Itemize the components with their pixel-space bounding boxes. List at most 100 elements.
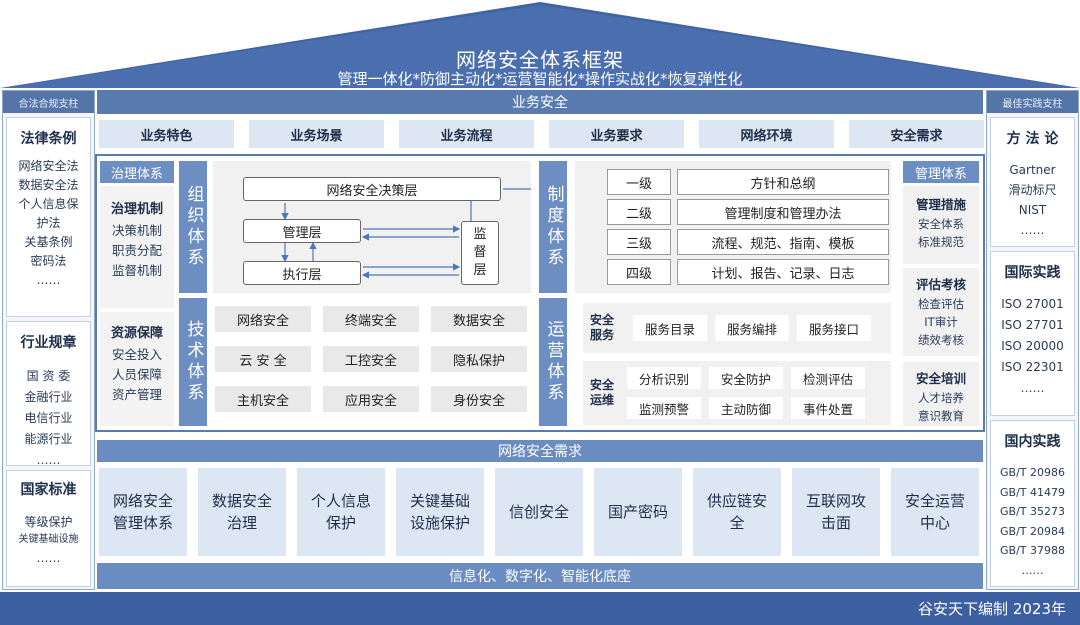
- industry-item: 电信行业: [24, 411, 73, 425]
- demand-item: 互联网攻击面: [792, 468, 880, 556]
- policy-level: 二级: [607, 199, 671, 225]
- policy-system-panel: 一级 方针和总纲 二级 管理制度和管理办法 三级 流程、规范、指南、模板 四级 …: [575, 161, 891, 293]
- industry-section: 行业规章 国 资 委 金融行业 电信行业 能源行业 ……: [6, 321, 91, 467]
- mechanism-item: 决策机制: [111, 223, 162, 238]
- org-system-panel: 网络安全决策层 管理层 执行层 监督层: [213, 161, 531, 293]
- ops-item: 分析识别: [627, 367, 701, 389]
- training-item: 人才培养: [918, 391, 964, 405]
- demand-line: 数据安全: [211, 492, 272, 510]
- demand-line: 供应链安: [706, 492, 767, 510]
- industry-list: 国 资 委 金融行业 电信行业 能源行业 ……: [24, 366, 72, 471]
- tech-item: 应用安全: [323, 386, 419, 412]
- laws-title: 法律条例: [20, 131, 77, 147]
- policy-level-content: 流程、规范、指南、模板: [677, 229, 889, 255]
- assessment-item: 检查评估: [918, 297, 964, 311]
- resource-item: 人员保障: [111, 367, 162, 382]
- methodology-section: 方 法 论 Gartner 滑动标尺 NIST ……: [990, 117, 1075, 247]
- ops-item: 检测评估: [791, 367, 865, 389]
- right-pillar: 最佳实践支柱 方 法 论 Gartner 滑动标尺 NIST …… 国际实践 I…: [986, 90, 1079, 590]
- demand-line: 网络安全: [112, 492, 173, 510]
- resource-item: 资产管理: [111, 387, 162, 402]
- governance-label: 治理体系: [100, 161, 174, 183]
- demand-line: 保护: [325, 514, 356, 532]
- assessment-title: 评估考核: [915, 277, 966, 292]
- demand-item: 安全运营中心: [891, 468, 979, 556]
- gb-item: ……: [1021, 563, 1044, 577]
- security-ops-panel: 安全运维 分析识别 安全防护 检测评估 监测预警 主动防御 事件处置: [583, 361, 891, 425]
- domestic-practice-section: 国内实践 GB/T 20986 GB/T 41479 GB/T 35273 GB…: [990, 420, 1075, 587]
- methodology-title: 方 法 论: [1006, 131, 1059, 147]
- demand-item: 供应链安全: [693, 468, 781, 556]
- mgmt-measures: 管理措施 安全体系 标准规范: [903, 186, 979, 264]
- security-demands-row: 网络安全管理体系 数据安全治理 个人信息保护 关键基础设施保护 信创安全 国产密…: [97, 464, 983, 560]
- assessment-list: 检查评估 IT审计 绩效考核: [918, 295, 964, 349]
- demand-item: 网络安全管理体系: [99, 468, 187, 556]
- laws-list: 网络安全法 数据安全法 个人信息保 护法 关基条例 密码法 ……: [18, 157, 78, 290]
- tech-system-text: 技术体系: [183, 320, 204, 404]
- business-security-title: 业务安全: [97, 90, 983, 114]
- decision-layer-box: 网络安全决策层: [243, 177, 501, 201]
- training-item: 意识教育: [918, 409, 964, 423]
- industry-item: 能源行业: [24, 432, 73, 446]
- iso-item: ISO 27001: [1001, 297, 1064, 311]
- iso-item: ISO 22301: [1001, 360, 1064, 374]
- methodology-item: Gartner: [1009, 163, 1056, 177]
- demand-line: 个人信息: [310, 492, 371, 510]
- tech-item: 网络安全: [215, 306, 311, 332]
- ops-system-text: 运营体系: [543, 320, 564, 404]
- demand-line: 治理: [226, 514, 257, 532]
- business-item: 业务流程: [399, 120, 534, 148]
- methodology-list: Gartner 滑动标尺 NIST ……: [1008, 160, 1056, 240]
- security-training-title: 安全培训: [915, 371, 966, 386]
- security-training: 安全培训 人才培养 意识教育: [903, 362, 979, 426]
- tech-item: 主机安全: [215, 386, 311, 412]
- methodology-item: NIST: [1018, 203, 1047, 217]
- national-item: 关键基础设施: [18, 534, 79, 545]
- law-item: 护法: [36, 216, 61, 230]
- tech-item: 终端安全: [323, 306, 419, 332]
- industry-item: ……: [36, 453, 61, 467]
- policy-system-text: 制度体系: [543, 185, 564, 269]
- law-item: 密码法: [30, 254, 67, 268]
- mgmt-measures-title: 管理措施: [915, 197, 966, 212]
- service-item: 服务目录: [633, 315, 707, 341]
- governance-mechanism-list: 决策机制 职责分配 监督机制: [112, 221, 162, 281]
- national-standards-section: 国家标准 等级保护 关键基础设施 ……: [6, 470, 91, 587]
- iso-item: ISO 20000: [1001, 339, 1064, 353]
- methodology-item: ……: [1020, 223, 1045, 237]
- service-item: 服务编排: [715, 315, 789, 341]
- policy-level-content: 计划、报告、记录、日志: [677, 259, 889, 285]
- tech-system-label: 技术体系: [179, 298, 207, 426]
- policy-level-content: 管理制度和管理办法: [677, 199, 889, 225]
- measure-item: 标准规范: [918, 235, 964, 249]
- national-item: ……: [36, 551, 61, 565]
- laws-section: 法律条例 网络安全法 数据安全法 个人信息保 护法 关基条例 密码法 ……: [6, 117, 91, 317]
- footer-credit: 谷安天下编制 2023年: [918, 600, 1066, 618]
- policy-level: 三级: [607, 229, 671, 255]
- mgmt-system-label: 管理体系: [903, 161, 979, 183]
- resource-assurance-list: 安全投入 人员保障 资产管理: [112, 345, 162, 405]
- footer: 谷安天下编制 2023年: [0, 592, 1080, 625]
- assessment-item: IT审计: [924, 315, 958, 329]
- demand-line: 关键基础: [409, 492, 470, 510]
- demand-item: 国产密码: [594, 468, 682, 556]
- supervision-layer-box: 监督层: [461, 221, 499, 285]
- law-item: 网络安全法: [18, 159, 79, 173]
- ops-system-label: 运营体系: [539, 298, 567, 426]
- policy-level: 四级: [607, 259, 671, 285]
- business-item: 安全需求: [849, 120, 984, 148]
- mgmt-measures-list: 安全体系 标准规范: [918, 215, 964, 251]
- tech-item: 工控安全: [323, 346, 419, 372]
- resource-assurance-title: 资源保障: [110, 326, 163, 341]
- business-item: 业务要求: [549, 120, 684, 148]
- security-systems-frame: 治理体系 治理机制 决策机制 职责分配 监督机制 资源保障 安全投入 人员保障 …: [95, 154, 985, 432]
- domestic-practice-list: GB/T 20986 GB/T 41479 GB/T 35273 GB/T 20…: [1000, 463, 1065, 580]
- demand-item: 关键基础设施保护: [396, 468, 484, 556]
- resource-item: 安全投入: [111, 347, 162, 362]
- assessment-item: 绩效考核: [918, 333, 964, 347]
- methodology-item: 滑动标尺: [1008, 183, 1057, 197]
- demand-item: 信创安全: [495, 468, 583, 556]
- execution-layer-box: 执行层: [243, 261, 361, 285]
- business-item: 业务特色: [99, 120, 234, 148]
- national-item: 等级保护: [24, 515, 73, 529]
